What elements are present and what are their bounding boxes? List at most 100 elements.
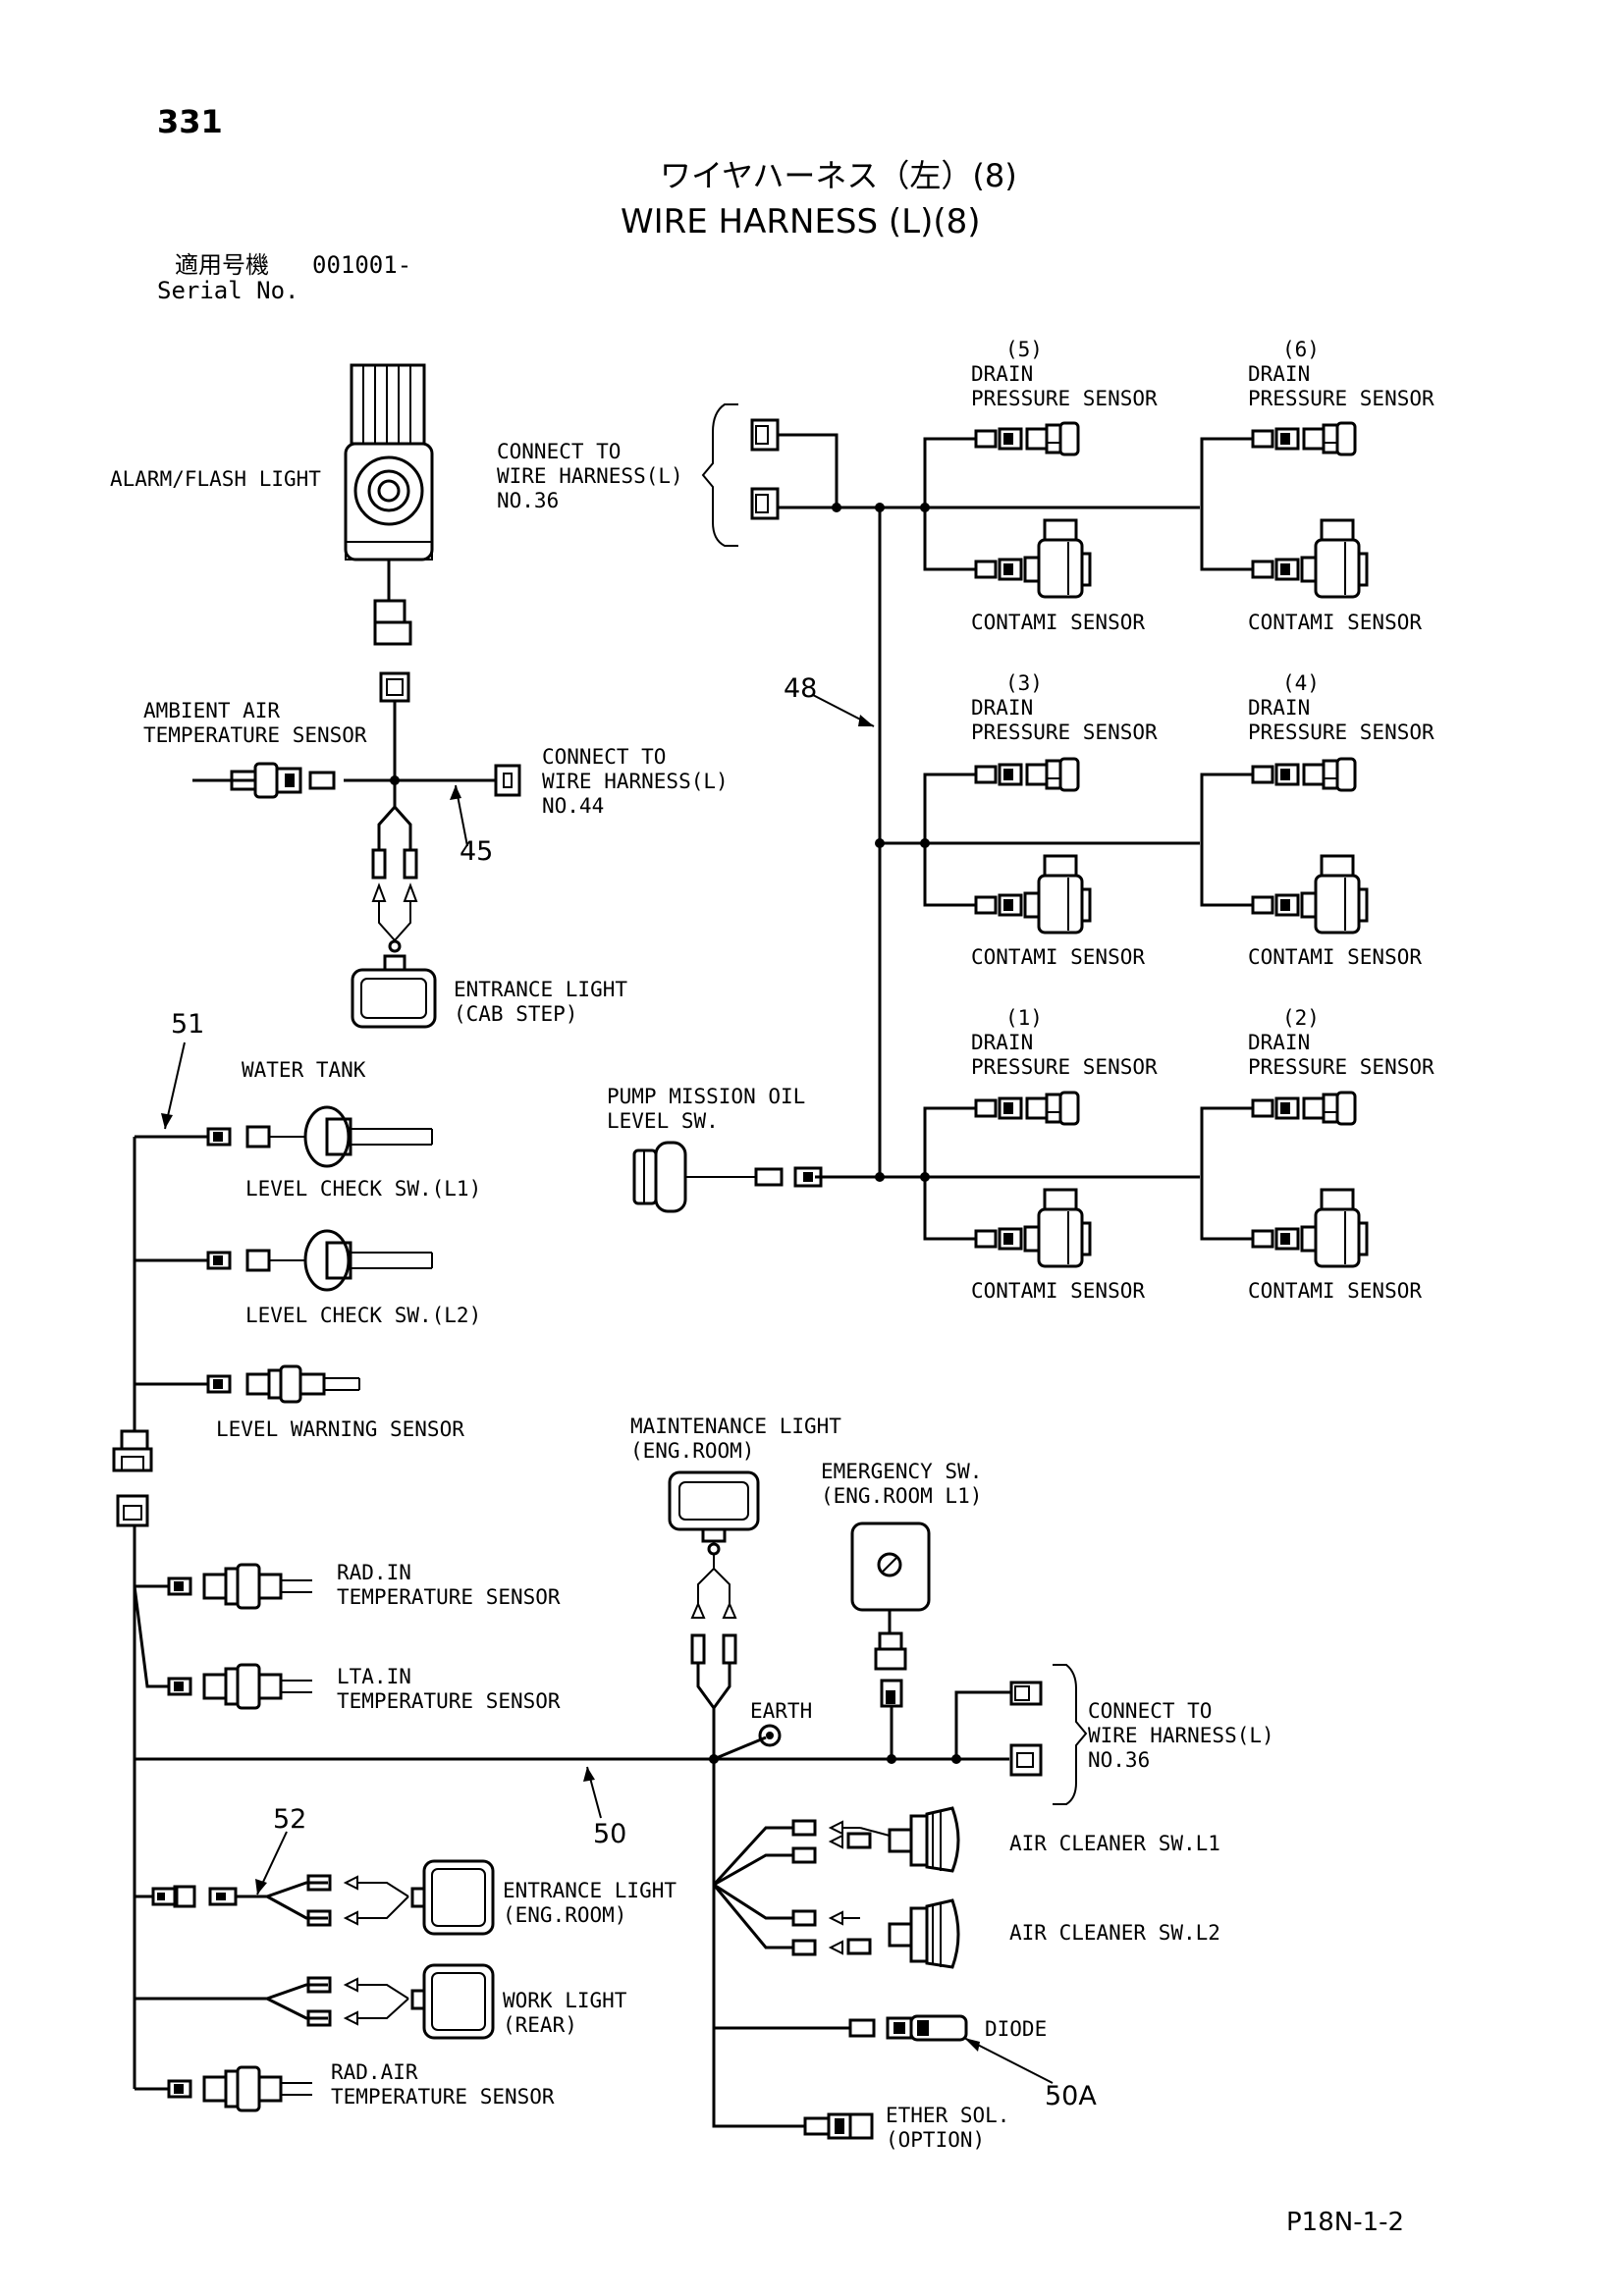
drain-2-pressure: PRESSURE SENSOR — [1248, 1055, 1435, 1079]
air-cleaner-switch-l1 — [712, 1806, 960, 1887]
maint-line2: (ENG.ROOM) — [630, 1439, 754, 1463]
level-check-switch-l1 — [206, 1105, 433, 1168]
alarm-flash-light-label: ALARM/FLASH LIGHT — [110, 467, 321, 491]
pump-mission-oil-level-switch — [632, 1141, 823, 1213]
contami-sensor — [1300, 1225, 1318, 1253]
drain-2-number: (2) — [1282, 1006, 1320, 1030]
connect-top-line3: NO.36 — [497, 489, 559, 512]
title-japanese: ワイヤハーネス（左）(8) — [660, 157, 1017, 194]
emerg-line1: EMERGENCY SW. — [821, 1460, 982, 1483]
ether-line1: ETHER SOL. — [886, 2104, 1009, 2127]
connector — [1251, 1229, 1274, 1249]
lta-in-temperature-sensor — [167, 1663, 312, 1710]
connect-bot-line3: NO.36 — [1088, 1748, 1150, 1772]
branch-wire — [923, 1177, 976, 1241]
contami-label: CONTAMI SENSOR — [971, 611, 1145, 634]
branch-wire — [1200, 507, 1253, 571]
connector-no44 — [494, 764, 521, 797]
connect44-line3: NO.44 — [542, 794, 604, 818]
rad-in-line2: TEMPERATURE SENSOR — [337, 1585, 561, 1609]
contami-label: CONTAMI SENSOR — [1248, 945, 1422, 969]
connector — [998, 1227, 1023, 1251]
ambient-label-line2: TEMPERATURE SENSOR — [143, 723, 367, 747]
connector — [974, 765, 998, 784]
branch-wire — [923, 437, 976, 507]
connector — [1274, 1096, 1300, 1120]
connector — [1274, 1227, 1300, 1251]
drain-6-label: DRAIN — [1248, 362, 1310, 386]
connector — [116, 1494, 149, 1527]
ambient-label-line1: AMBIENT AIR — [143, 699, 280, 722]
emergency-switch — [850, 1522, 931, 1759]
level-l2-label: LEVEL CHECK SW.(L2) — [245, 1304, 481, 1327]
connect44-line1: CONNECT TO — [542, 745, 666, 769]
connector — [120, 1429, 149, 1451]
drain-3-number: (3) — [1005, 671, 1043, 695]
earth-terminal — [758, 1724, 782, 1747]
diode — [848, 2014, 968, 2042]
drain-6-number: (6) — [1282, 338, 1320, 361]
callout-48: 48 — [784, 673, 817, 704]
entrance-eng-line1: ENTRANCE LIGHT — [503, 1879, 677, 1902]
connector — [1274, 558, 1300, 581]
pump-label-line2: LEVEL SW. — [607, 1109, 719, 1133]
contami-sensor — [1023, 891, 1041, 919]
earth-wire — [713, 1735, 767, 1761]
connector — [1274, 763, 1300, 786]
contami-sensor — [1023, 556, 1041, 583]
contami-sensor — [1300, 556, 1318, 583]
level-l1-label: LEVEL CHECK SW.(L1) — [245, 1177, 481, 1201]
drain-3-label: DRAIN — [971, 696, 1033, 720]
connector — [379, 671, 410, 703]
callout-52-connector — [151, 1885, 238, 1908]
connect-bot-line1: CONNECT TO — [1088, 1699, 1212, 1723]
drain-5-pressure: PRESSURE SENSOR — [971, 387, 1158, 410]
air-cleaner-switch-l2 — [712, 1883, 960, 1969]
drain-pressure-sensor — [1025, 763, 1049, 786]
serial-label-en: Serial No. — [157, 277, 299, 304]
branch-wire — [923, 843, 976, 907]
rad-in-temperature-sensor — [167, 1563, 312, 1610]
emerg-line2: (ENG.ROOM L1) — [821, 1484, 982, 1508]
connector — [1009, 1743, 1043, 1777]
level-check-switch-l2 — [206, 1229, 433, 1292]
rad-air-line2: TEMPERATURE SENSOR — [331, 2085, 555, 2109]
drain-5-number: (5) — [1005, 338, 1043, 361]
air-cleaner-l2-label: AIR CLEANER SW.L2 — [1009, 1921, 1220, 1945]
branch-wire — [923, 1106, 976, 1177]
connector — [750, 487, 780, 520]
serial-label-jp: 適用号機 — [175, 251, 269, 279]
work-light-line1: WORK LIGHT — [503, 1989, 627, 2012]
drain-1-number: (1) — [1005, 1006, 1043, 1030]
ambient-air-temperature-sensor — [192, 762, 336, 799]
page-number: 331 — [157, 103, 223, 140]
title-english: WIRE HARNESS (L)(8) — [621, 202, 981, 241]
contami-label: CONTAMI SENSOR — [971, 945, 1145, 969]
connector — [373, 620, 412, 646]
serial-value: 001001- — [312, 251, 411, 279]
connector — [1251, 765, 1274, 784]
entrance-cab-line2: (CAB STEP) — [454, 1002, 577, 1026]
maint-line1: MAINTENANCE LIGHT — [630, 1415, 841, 1438]
lta-in-line2: TEMPERATURE SENSOR — [337, 1689, 561, 1713]
connector — [1251, 1098, 1274, 1118]
pump-label-line1: PUMP MISSION OIL — [607, 1085, 805, 1108]
rad-air-line1: RAD.AIR — [331, 2060, 418, 2084]
callout-51: 51 — [171, 1009, 204, 1040]
earth-label: EARTH — [750, 1699, 812, 1723]
drain-6-pressure: PRESSURE SENSOR — [1248, 387, 1435, 410]
contami-sensor — [1023, 1225, 1041, 1253]
level-warning-sensor — [206, 1364, 360, 1404]
branch-wire — [923, 773, 976, 843]
entrance-light-cab-step — [351, 939, 437, 1029]
diode-label: DIODE — [985, 2017, 1047, 2041]
drain-pressure-sensor — [1302, 1096, 1326, 1120]
branch-wire — [1200, 437, 1253, 507]
work-light-line2: (REAR) — [503, 2013, 577, 2037]
connect44-line2: WIRE HARNESS(L) — [542, 770, 729, 793]
drain-pressure-sensor — [1302, 763, 1326, 786]
branch-wire — [1200, 1177, 1253, 1241]
connector — [998, 763, 1023, 786]
connect-bot-line2: WIRE HARNESS(L) — [1088, 1724, 1274, 1747]
callout-45: 45 — [460, 836, 493, 867]
